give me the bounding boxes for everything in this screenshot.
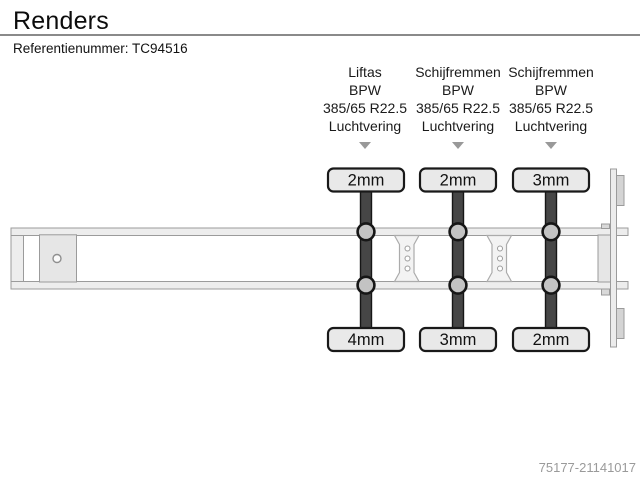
axle-bar-1	[359, 185, 373, 332]
chassis-rail-top	[10, 227, 629, 236]
rear-cross-member	[597, 234, 611, 283]
header-divider	[0, 34, 640, 36]
tread-box-top-3	[511, 167, 591, 193]
axle-suspension: Luchtvering	[421, 118, 495, 134]
axle-tire-size: 385/65 R22.5	[322, 100, 408, 116]
axle-hub	[541, 222, 561, 242]
tread-value: 2mm	[348, 172, 385, 190]
rivet-dot	[404, 265, 411, 272]
axle-brand: BPW	[442, 82, 474, 98]
listing-id: 75177-21141017	[538, 460, 636, 475]
reference-number: Referentienummer: TC94516	[13, 41, 188, 56]
rear-bumper-pad-top	[616, 175, 625, 206]
axle-feature: Schijfremmen	[415, 64, 501, 80]
triangle-down-icon	[452, 142, 464, 149]
rear-bumper-bar	[610, 168, 617, 348]
rear-tab-bottom	[601, 288, 610, 296]
tread-box-bottom-2	[418, 326, 498, 353]
tread-box-top-2	[418, 167, 498, 193]
tread-value: 3mm	[533, 172, 570, 190]
axle-feature: Schijfremmen	[508, 64, 594, 80]
axle-hub	[448, 275, 468, 295]
chassis-rail-bottom	[10, 281, 629, 290]
rear-bumper-pad-bottom	[616, 308, 625, 339]
rivet-dot	[497, 255, 503, 262]
rear-tab-top	[601, 223, 610, 229]
rivet-dot	[497, 245, 503, 252]
rivet-dot	[404, 245, 411, 252]
axle-tire-size: 385/65 R22.5	[415, 100, 501, 116]
axle-feature: Liftas	[348, 64, 382, 80]
axle-spec-column-2: Schijfremmen BPW 385/65 R22.5 Luchtverin…	[398, 63, 518, 153]
tread-value: 3mm	[440, 331, 477, 349]
triangle-down-icon	[545, 142, 557, 149]
axle-hub	[356, 222, 376, 242]
axle-suspension: Luchtvering	[514, 118, 588, 134]
triangle-down-icon	[359, 142, 371, 149]
axle-hub	[356, 275, 376, 295]
axle-bar-3	[544, 185, 558, 332]
axle-spec-column-3: Schijfremmen BPW 385/65 R22.5 Luchtverin…	[491, 63, 611, 153]
tread-box-bottom-3	[511, 326, 591, 353]
axle-brand: BPW	[535, 82, 567, 98]
tread-value: 4mm	[348, 331, 385, 349]
axle-hub	[541, 275, 561, 295]
tread-value: 2mm	[533, 331, 570, 349]
axle-hub	[448, 222, 468, 242]
axle-bar-2	[451, 185, 465, 332]
axle-spec-column-1: Liftas BPW 385/65 R22.5 Luchtvering	[305, 63, 425, 153]
kingpin-circle	[52, 253, 62, 264]
tread-value: 2mm	[440, 172, 477, 190]
axle-tire-size: 385/65 R22.5	[508, 100, 594, 116]
tread-box-bottom-1	[326, 326, 406, 353]
axle-brand: BPW	[349, 82, 381, 98]
front-cross-member	[10, 227, 24, 290]
page-title: Renders	[13, 7, 109, 35]
rivet-dot	[497, 265, 503, 272]
rivet-dot	[404, 255, 411, 262]
axle-suspension: Luchtvering	[328, 118, 402, 134]
tread-box-top-1	[326, 167, 406, 193]
